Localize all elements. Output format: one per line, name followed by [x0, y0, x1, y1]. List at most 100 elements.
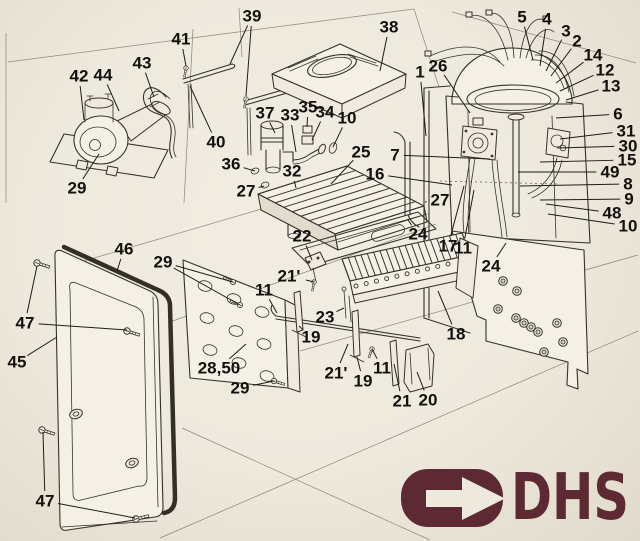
- door-screw: [37, 425, 56, 438]
- grommet: [512, 286, 522, 296]
- side-panel: [451, 230, 589, 390]
- part-label: 17: [439, 237, 458, 256]
- thermocouple-23: [341, 286, 352, 323]
- brackets-and-rods: [270, 251, 435, 393]
- part-label: 20: [419, 391, 438, 410]
- part-label: 4: [542, 10, 552, 29]
- part-label: 8: [623, 175, 632, 194]
- hood-opening: [307, 54, 357, 78]
- fan-mounting-plate: [49, 133, 169, 179]
- grommet: [498, 276, 508, 286]
- part-label: 11: [255, 281, 273, 300]
- grommet: [511, 313, 521, 323]
- part-label: 6: [613, 105, 622, 124]
- part-label: 41: [172, 30, 191, 49]
- o-ring: [328, 142, 338, 154]
- burner-end-bracket: [455, 237, 479, 299]
- part-label: 38: [380, 18, 399, 37]
- part-label: 1: [415, 63, 424, 82]
- rail-left: [182, 63, 236, 84]
- valve-pipe: [491, 159, 508, 238]
- part-label: 29: [154, 253, 173, 272]
- wire-terminal: [485, 9, 493, 16]
- part-label: 7: [390, 146, 399, 165]
- part-label: 37: [256, 104, 275, 123]
- part-label: 16: [366, 165, 385, 184]
- part-label: 49: [601, 163, 620, 182]
- washer: [250, 167, 260, 175]
- part-label: 29: [231, 379, 250, 398]
- burner-fins: [341, 232, 471, 282]
- part-label: 35: [299, 98, 318, 117]
- part-label: 46: [115, 240, 134, 259]
- pilot-assembly: [527, 127, 571, 199]
- part-label: 15: [618, 151, 637, 170]
- fan-assembly: [49, 87, 177, 179]
- part-label: 19: [302, 328, 321, 347]
- part-label: 42: [70, 67, 89, 86]
- part-label: 23: [316, 308, 335, 327]
- burner-ports: [353, 261, 451, 289]
- part-label: 25: [352, 143, 371, 162]
- part-label: 34: [316, 103, 335, 122]
- part-label: 11: [454, 239, 472, 258]
- condensate-trap: [260, 124, 284, 151]
- part-label: 11: [373, 359, 391, 378]
- part-label: 28,50: [198, 359, 241, 378]
- part-label: 29: [68, 179, 87, 198]
- hood-vent-slot: [347, 53, 379, 67]
- part-label: 43: [133, 54, 152, 73]
- bracket-22: [304, 251, 327, 283]
- part-label: 30: [619, 137, 638, 156]
- part-label: 27: [237, 182, 256, 201]
- valve-pipe: [462, 157, 476, 235]
- shell-dome: [451, 47, 573, 105]
- logo-text: DHS: [511, 461, 629, 535]
- hose-clamp: [147, 93, 161, 108]
- part-label: 31: [617, 122, 636, 141]
- burner-tray: [291, 211, 437, 267]
- part-label: 19: [354, 372, 373, 391]
- grommet: [552, 318, 562, 328]
- part-label: 14: [584, 46, 603, 65]
- gas-pipe: [292, 147, 322, 161]
- part-label: 13: [602, 77, 621, 96]
- flue-hood: [271, 43, 407, 119]
- part-label: 10: [619, 217, 638, 236]
- casing-frame: [423, 85, 471, 334]
- support-rod: [246, 107, 252, 156]
- wire-terminal: [542, 15, 550, 22]
- heat-exchanger: [257, 165, 428, 251]
- part-label: 48: [603, 204, 622, 223]
- burner: [341, 232, 479, 304]
- part-label: 10: [338, 109, 357, 128]
- rail-screw: [241, 96, 249, 109]
- grommet: [558, 337, 568, 347]
- sight-glass-slot: [371, 224, 405, 242]
- dhs-logo: DHS: [401, 461, 629, 535]
- wiring-harness: [424, 9, 555, 67]
- part-label: 2: [572, 32, 581, 51]
- boiler-shell-assembly: [393, 9, 591, 390]
- grommet: [539, 347, 549, 357]
- part-label: 32: [283, 162, 302, 181]
- hood-vent-slot: [287, 55, 319, 72]
- door-gasket: [61, 244, 178, 516]
- fan-hose: [142, 87, 173, 159]
- part-label: 22: [293, 227, 312, 246]
- leader-lines: [26, 25, 621, 519]
- part-label: 47: [36, 492, 55, 511]
- channel-bracket-20: [403, 343, 435, 393]
- part-label: 26: [429, 57, 448, 76]
- part-label: 39: [243, 7, 262, 26]
- gas-valve: [460, 117, 498, 161]
- logo-right-arrow-icon: [426, 477, 505, 520]
- part-label: 33: [281, 106, 300, 125]
- center-pipe: [512, 117, 520, 215]
- shell-opening: [466, 84, 560, 114]
- part-label: 24: [409, 225, 428, 244]
- grommet: [493, 304, 503, 314]
